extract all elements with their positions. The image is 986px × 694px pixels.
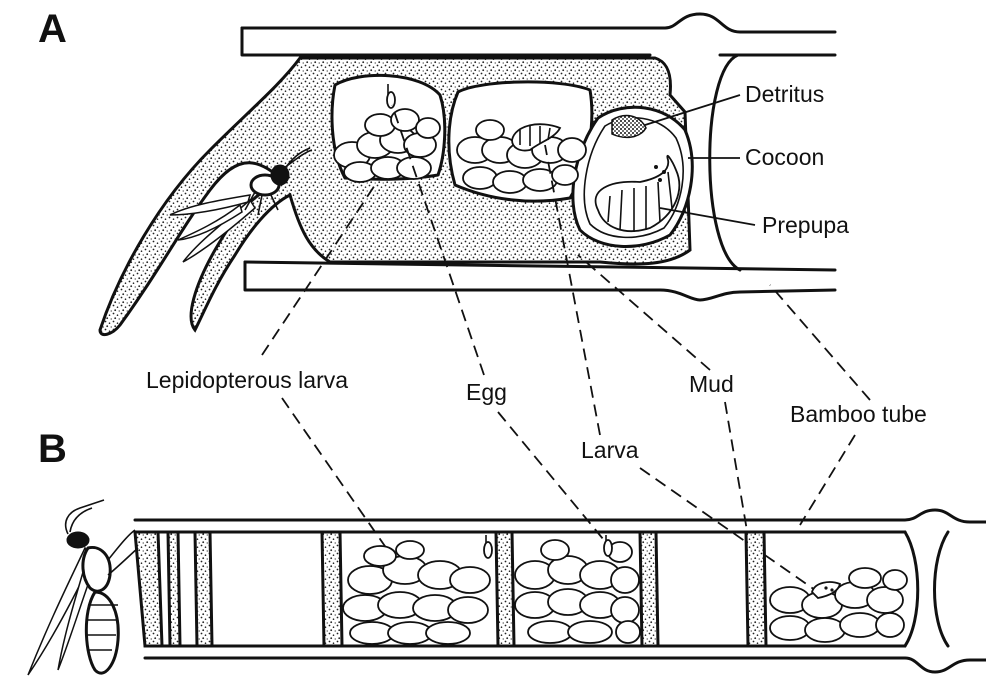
label-larva: Larva — [581, 437, 639, 463]
label-cocoon: Cocoon — [745, 144, 824, 170]
panel-b-prey-larvae-cell3 — [770, 568, 907, 642]
label-detritus: Detritus — [745, 81, 824, 107]
label-egg: Egg — [466, 379, 507, 405]
panel-a-letter: A — [38, 7, 67, 51]
panel-b-wasp — [28, 500, 138, 675]
leader-larva-b — [640, 468, 815, 590]
label-mud: Mud — [689, 371, 734, 397]
egg-a — [387, 92, 395, 108]
leader-mud-a — [578, 255, 710, 370]
leader-bamboo-b — [800, 435, 855, 525]
leader-egg-b — [498, 412, 608, 545]
label-bamboo-tube: Bamboo tube — [790, 401, 927, 427]
panel-b-letter: B — [38, 427, 67, 471]
egg-b2 — [604, 540, 612, 556]
label-lepidopterous-larva: Lepidopterous larva — [146, 367, 348, 393]
panel-b-prey-larvae-cell1 — [343, 541, 490, 644]
label-prepupa: Prepupa — [762, 212, 849, 238]
egg-b1 — [484, 542, 492, 558]
leader-bamboo-a — [770, 285, 870, 400]
